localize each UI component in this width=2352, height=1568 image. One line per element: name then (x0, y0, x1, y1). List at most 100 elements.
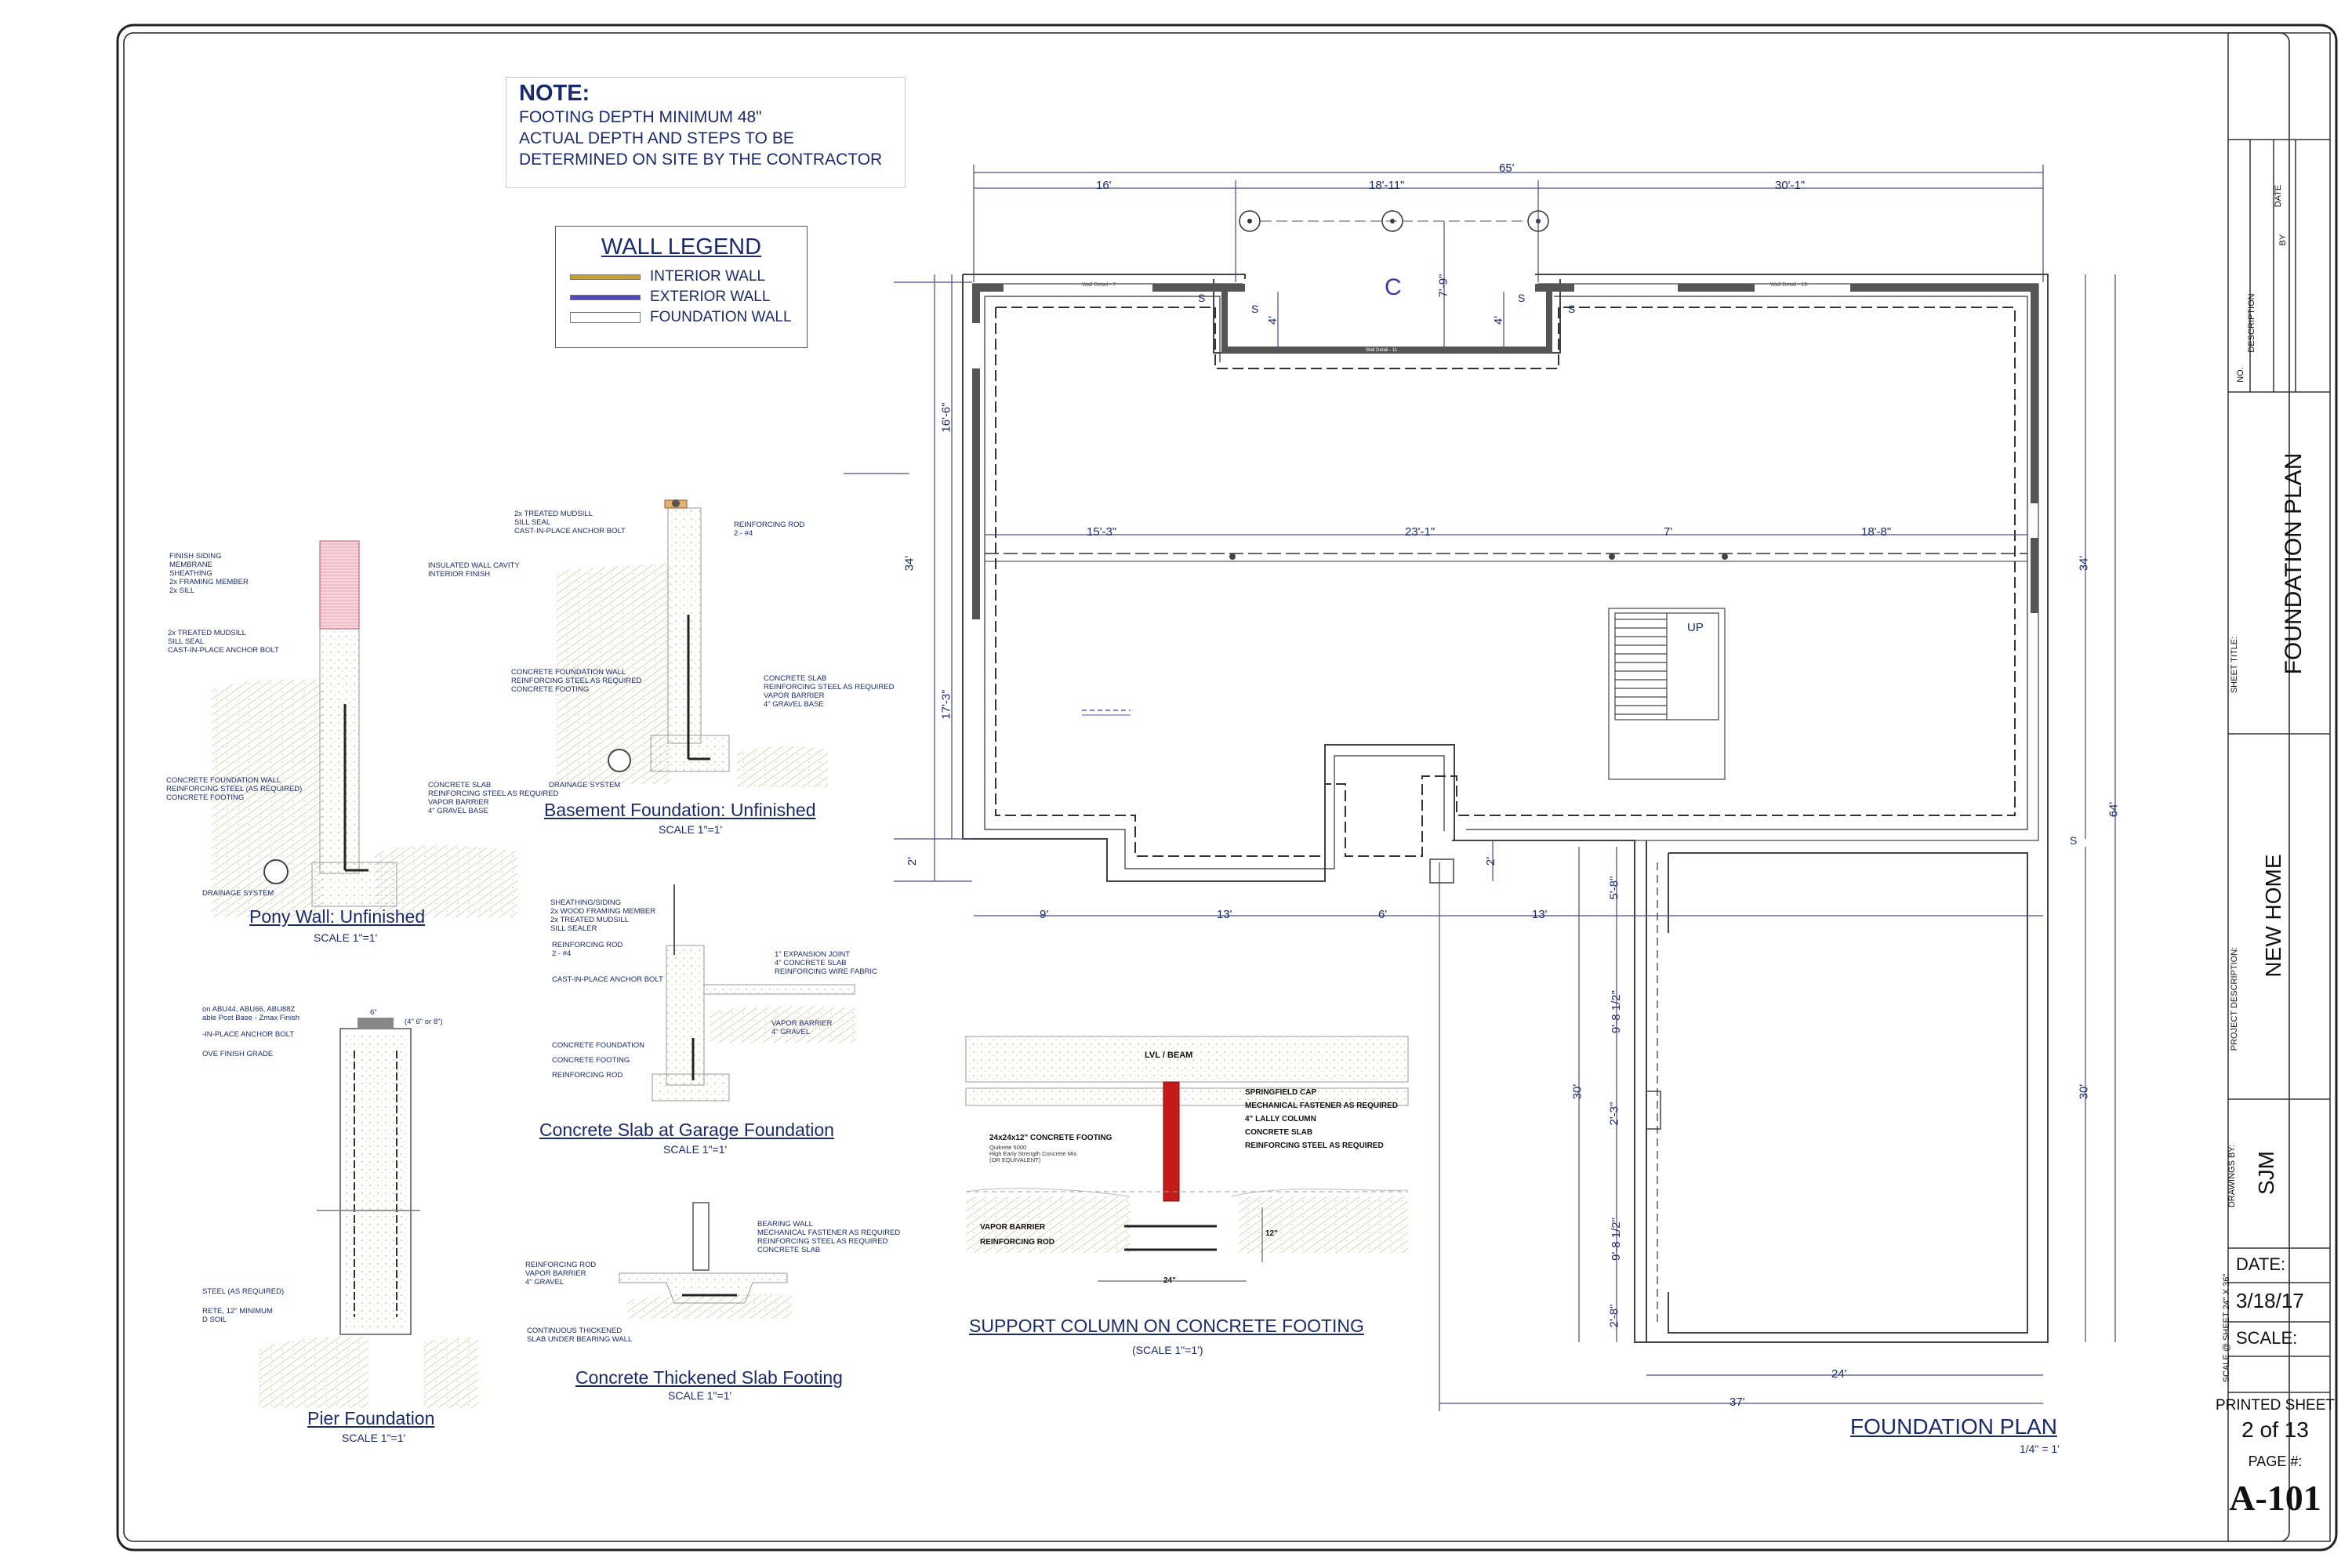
callout: able Post Base - Zmax Finish (202, 1014, 300, 1022)
callout: CONCRETE SLAB (1245, 1128, 1313, 1137)
pony-drain-label: DRAINAGE SYSTEM (202, 889, 274, 898)
dim-bottom: 6' (1378, 908, 1388, 921)
column-title: SUPPORT COLUMN ON CONCRETE FOOTING (969, 1316, 1364, 1336)
callout: REINFORCING STEEL (AS REQUIRED) (166, 785, 303, 793)
callout: REINFORCING STEEL AS REQUIRED (1245, 1142, 1384, 1150)
exterior-wall-swatch (570, 294, 641, 300)
dim-bottom: 13' (1532, 908, 1548, 921)
s-mark: S (1251, 303, 1259, 315)
callout: (OR EQUIVALENT) (989, 1156, 1041, 1163)
legend-label: EXTERIOR WALL (650, 289, 771, 305)
callout: CONCRETE FOOTING (511, 685, 590, 694)
callout: CAST-IN-PLACE ANCHOR BOLT (514, 527, 626, 535)
callout: INTERIOR FINISH (428, 570, 491, 579)
callout: SILL SEAL (514, 518, 551, 527)
scale-label: SCALE: (2236, 1328, 2298, 1348)
column-scale: (SCALE 1"=1') (1132, 1344, 1203, 1356)
thick-labels-right: BEARING WALL MECHANICAL FASTENER AS REQU… (757, 1220, 900, 1254)
s-mark: S (2070, 834, 2078, 847)
dim-top-c: 30'-1" (1775, 179, 1806, 192)
scale-note: SCALE @ SHEET 24" X 36" (2222, 1273, 2231, 1383)
pony-wall-drawing (212, 540, 517, 917)
thickened-slab-drawing (619, 1202, 792, 1319)
callout: REINFORCING ROD (552, 941, 623, 949)
dim-garage: 2'-8" (1607, 1304, 1621, 1328)
column-footing-label: 24x24x12" CONCRETE FOOTING (989, 1134, 1112, 1142)
callout: 4" LALLY COLUMN (1245, 1115, 1316, 1123)
foundation-wall-swatch (570, 312, 641, 323)
callout: REINFORCING ROD (525, 1261, 597, 1269)
callout: STEEL (AS REQUIRED) (202, 1287, 285, 1296)
printed-label: PRINTED SHEET (2215, 1397, 2336, 1414)
pony-labels-right: INSULATED WALL CAVITY INTERIOR FINISH (428, 561, 520, 579)
callout: CONCRETE SLAB (757, 1246, 821, 1254)
project-name: NEW HOME (2261, 854, 2285, 978)
callout: REINFORCING ROD (980, 1238, 1054, 1247)
callout: SILL SEAL (168, 637, 205, 646)
pier-drawing (259, 1018, 478, 1408)
pony-labels-low-right: CONCRETE SLAB REINFORCING STEEL AS REQUI… (428, 781, 558, 815)
callout: REINFORCING ROD (734, 521, 805, 529)
dim-overall-width: 65' (1499, 162, 1515, 175)
callout: VAPOR BARRIER (428, 798, 489, 807)
callout: CAST-IN-PLACE ANCHOR BOLT (168, 646, 279, 655)
dim-right-bottom: 30' (2077, 1083, 2091, 1100)
callout: VAPOR BARRIER (771, 1019, 833, 1028)
callout: 4" GRAVEL BASE (764, 700, 824, 709)
callout: D SOIL (202, 1316, 227, 1324)
callout: VAPOR BARRIER (764, 691, 825, 700)
column-dim-h: 12" (1265, 1229, 1278, 1238)
dim-left-a: 16'-6" (939, 402, 953, 433)
callout: 4" GRAVEL BASE (428, 807, 488, 815)
thick-scale: SCALE 1"=1' (668, 1389, 732, 1402)
plan-outer-wall (962, 274, 2049, 1343)
legend-title: WALL LEGEND (601, 234, 762, 260)
callout: CONCRETE FOOTING (166, 793, 245, 802)
drawings-by-label: DRAWINGS BY: (2227, 1144, 2237, 1208)
garage-labels-rod: REINFORCING ROD 2 - #4 (552, 941, 622, 958)
callout: MECHANICAL FASTENER AS REQUIRED (757, 1229, 901, 1237)
page-number: A-101 (2229, 1478, 2321, 1518)
sheet-title-label: SHEET TITLE: (2230, 636, 2239, 694)
thick-labels-left: REINFORCING ROD VAPOR BARRIER 4" GRAVEL (525, 1261, 596, 1287)
basement-labels-left: CONCRETE FOUNDATION WALL REINFORCING STE… (511, 668, 641, 694)
dim-bay: 4' (1266, 315, 1280, 325)
wall-detail-tag: Wall Detail - 7 (1082, 282, 1116, 288)
bay-letter: C (1385, 274, 1402, 300)
basement-title: Basement Foundation: Unfinished (544, 800, 816, 820)
column-footing-sub: Quikrete 5000 High Early Strength Concre… (989, 1145, 1076, 1163)
date-label: DATE: (2236, 1254, 2286, 1274)
rev-header: NO. (2236, 367, 2245, 383)
dim-bay: 4' (1492, 315, 1506, 325)
basement-labels-top: 2x TREATED MUDSILL SILL SEAL CAST-IN-PLA… (514, 510, 626, 535)
callout: 2x TREATED MUDSILL (168, 629, 246, 637)
dim-garage-width: 24' (1831, 1367, 1847, 1381)
callout: SILL SEALER (550, 924, 597, 933)
callout: REINFORCING STEEL AS REQUIRED (764, 683, 895, 691)
rev-header: DATE (2274, 184, 2283, 208)
callout: REINFORCING STEEL AS REQUIRED (428, 789, 559, 798)
callout: VAPOR BARRIER (525, 1269, 586, 1278)
legend-item-interior: INTERIOR WALL (570, 267, 807, 287)
wall-detail-tag: Wall Detail - 11 (1366, 348, 1398, 353)
pony-labels-mid: 2x TREATED MUDSILL SILL SEAL CAST-IN-PLA… (168, 629, 279, 655)
pier-dim-top: 6" (370, 1008, 377, 1017)
callout: MECHANICAL FASTENER AS REQUIRED (1245, 1102, 1399, 1110)
plan-title: FOUNDATION PLAN (1850, 1414, 2057, 1439)
callout: MEMBRANE (169, 561, 212, 569)
garage-labels-vb: VAPOR BARRIER 4" GRAVEL (771, 1019, 832, 1036)
callout: 2x TREATED MUDSILL (550, 916, 629, 924)
dim-garage: 2'-3" (1607, 1102, 1621, 1126)
s-mark: S (1568, 303, 1576, 315)
s-mark: S (1518, 292, 1526, 304)
callout: -IN-PLACE ANCHOR BOLT (202, 1030, 295, 1039)
page-label: PAGE #: (2248, 1454, 2303, 1469)
pier-labels-left: on ABU44, ABU66, ABU88Z able Post Base -… (202, 1005, 299, 1058)
dim-right-top: 34' (2077, 555, 2091, 572)
column-labels-left: VAPOR BARRIER REINFORCING ROD (980, 1223, 1054, 1247)
basement-drawing (557, 499, 828, 787)
callout: CONCRETE FOUNDATION WALL (511, 668, 626, 677)
garage-drawing (652, 884, 856, 1102)
callout: REINFORCING STEEL AS REQUIRED (757, 1237, 888, 1246)
interior-wall-swatch (570, 274, 641, 280)
